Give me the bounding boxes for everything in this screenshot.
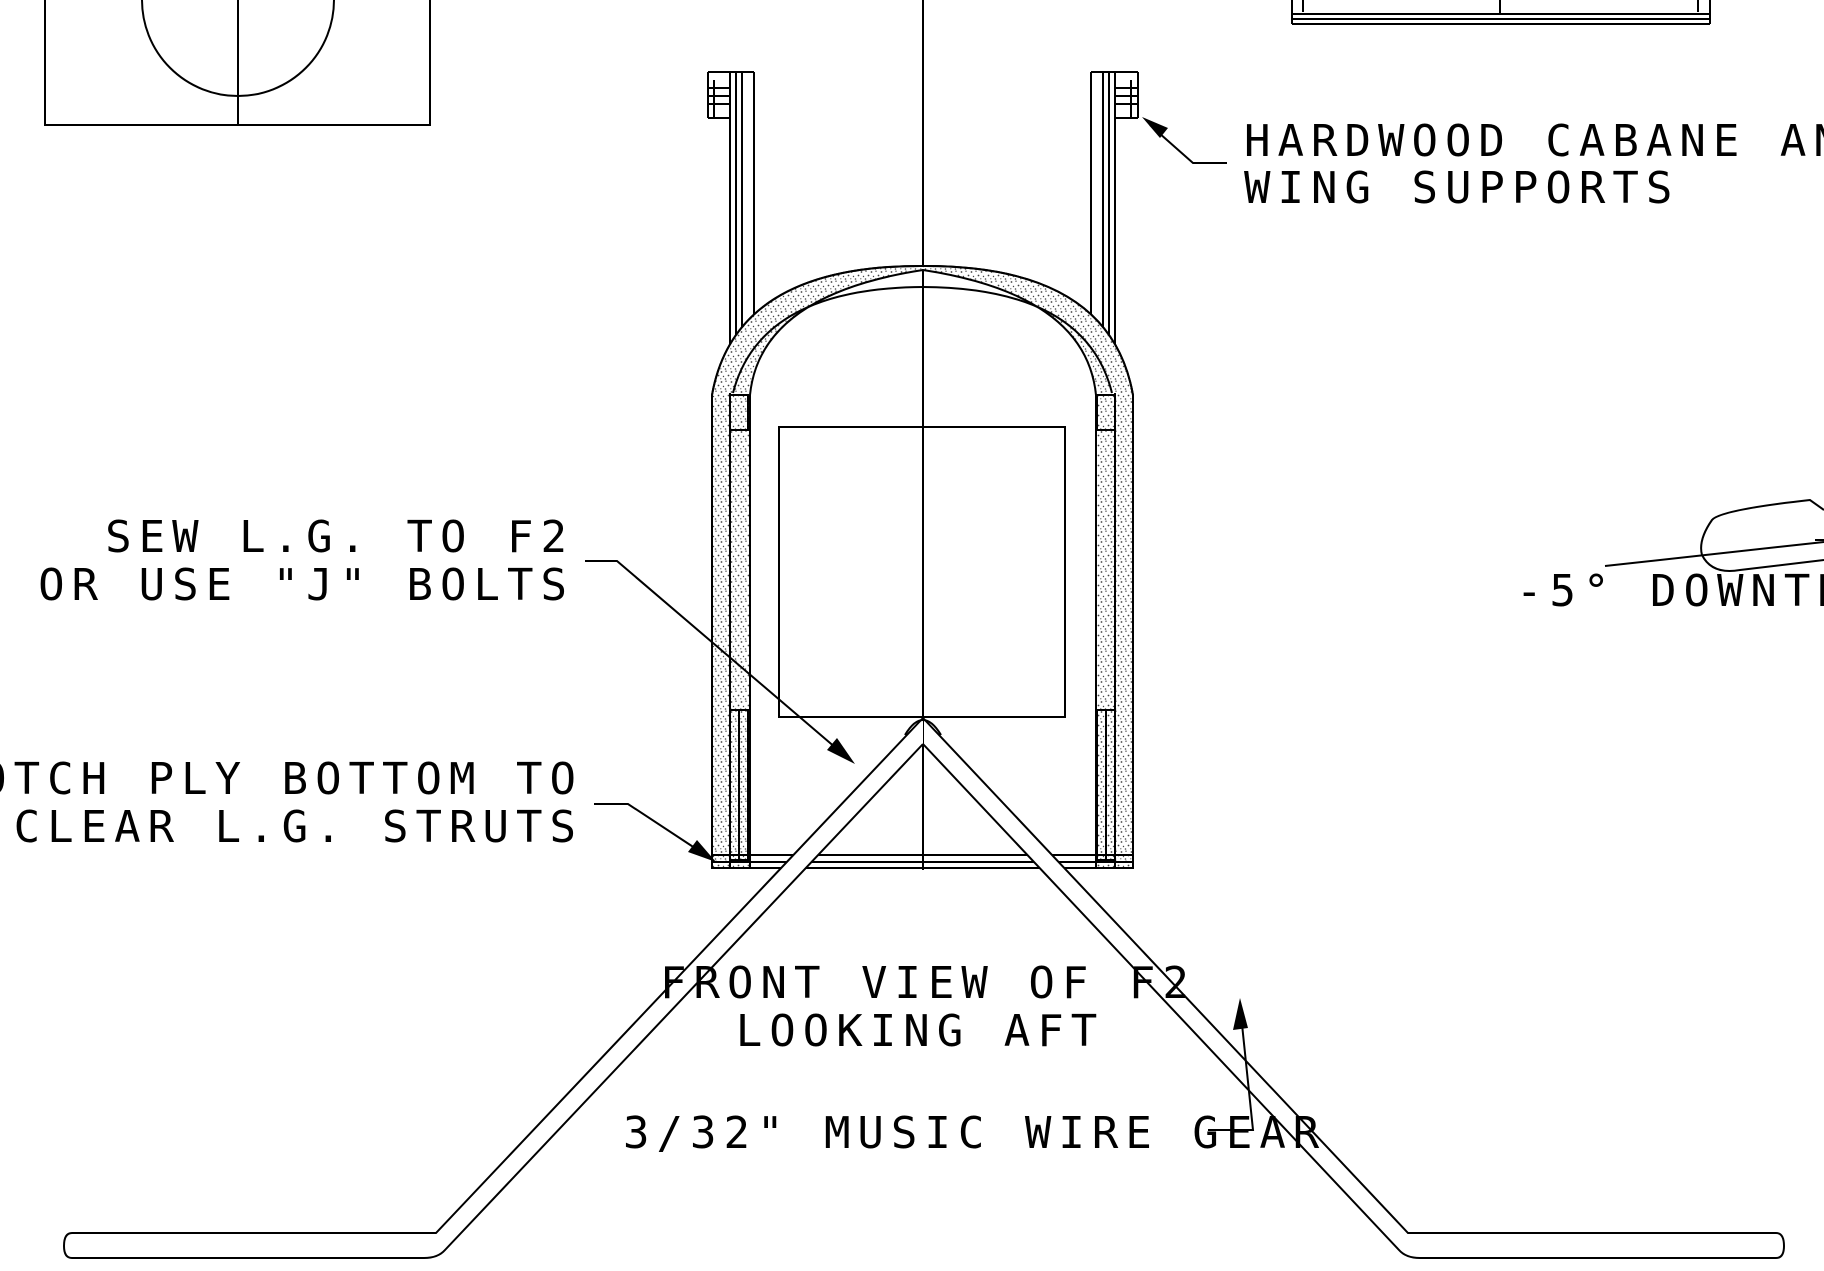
label-front-line1: FRONT VIEW OF F2 [660,958,1196,1009]
label-notch-line2: CLEAR L.G. STRUTS [13,802,583,853]
spinner-outline [1700,498,1824,572]
label-notch-line1: NOTCH PLY BOTTOM TO [0,754,583,805]
label-sew-line1: SEW L.G. TO F2 [105,512,574,563]
landing-gear-wire [62,715,1786,1259]
leaders [585,124,1824,1131]
arrow-notch [688,840,716,862]
arrow-gear [1233,998,1248,1030]
label-downthrust: -5° DOWNTHR [1516,566,1824,617]
arrow-sew [827,738,855,764]
top-right-detail [1291,0,1711,25]
label-cabane-line1: HARDWOOD CABANE AND [1244,116,1824,167]
left-cabane-strut [707,71,755,370]
arrow-cabane [1142,117,1168,138]
f2-former [711,264,1134,869]
label-gear: 3/32" MUSIC WIRE GEAR [623,1108,1327,1159]
label-sew-line2: OR USE "J" BOLTS [38,560,574,611]
top-left-detail [44,0,431,126]
label-cabane-line2: WING SUPPORTS [1244,163,1680,214]
label-front-line2: LOOKING AFT [735,1006,1105,1057]
right-cabane-strut [1090,71,1139,370]
